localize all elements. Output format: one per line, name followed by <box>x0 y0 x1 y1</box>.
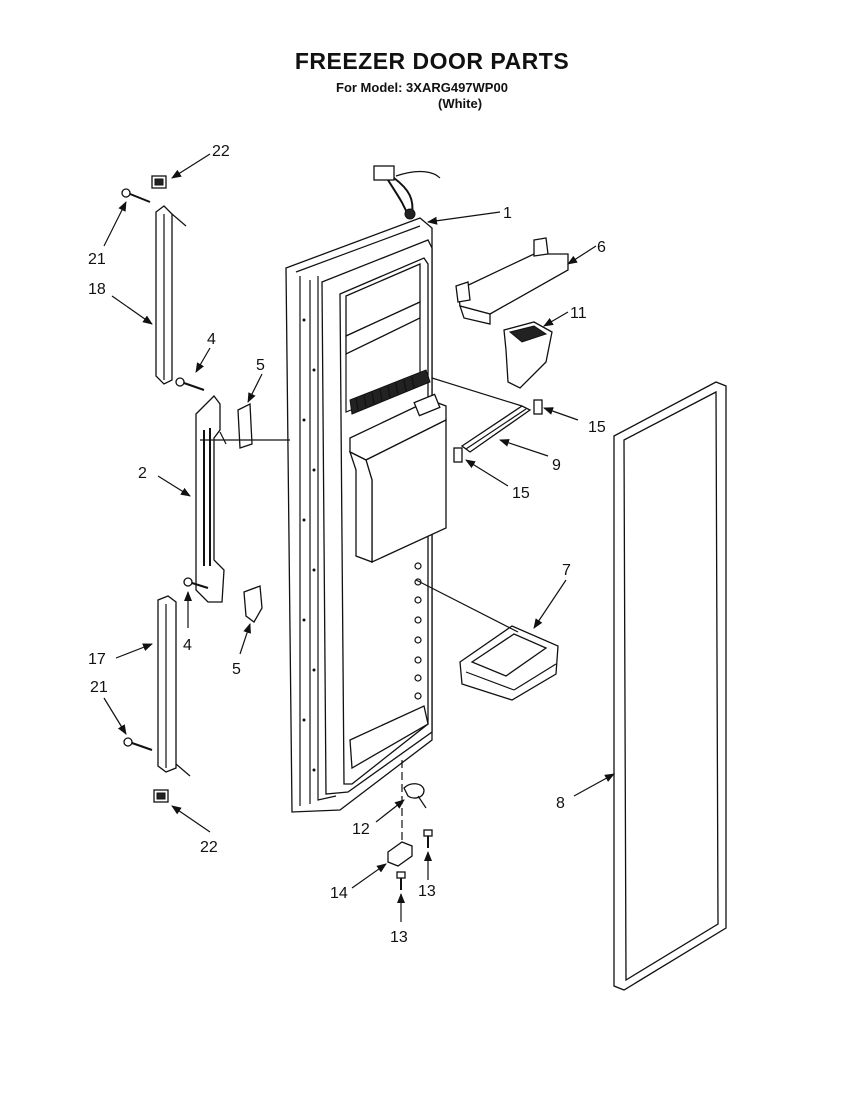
callout-8: 8 <box>556 795 565 812</box>
callout-2: 2 <box>138 465 147 482</box>
callout-15-lower: 15 <box>512 485 530 502</box>
drip-tray-part <box>415 579 559 701</box>
callout-22-bottom: 22 <box>200 839 218 856</box>
bottom-hinge-bracket-part <box>403 783 427 809</box>
callout-14: 14 <box>330 885 348 902</box>
freezer-door-part <box>285 165 447 813</box>
bottom-screw-b-part <box>396 871 406 890</box>
door-shelf-part <box>455 237 569 325</box>
callout-18: 18 <box>88 281 106 298</box>
lower-screw-part <box>123 737 153 751</box>
callout-11: 11 <box>570 305 587 322</box>
callout-17: 17 <box>88 651 106 668</box>
hinge-part <box>195 395 290 603</box>
callout-12: 12 <box>352 821 370 838</box>
callout-9: 9 <box>552 457 561 474</box>
bottom-hinge-part <box>387 841 413 867</box>
hinge-shim-part <box>237 402 253 449</box>
guide-clip-lower-part <box>453 447 463 463</box>
dispenser-guide-part <box>431 377 532 453</box>
lower-hinge-screw-part <box>183 577 209 589</box>
lower-hinge-shim-part <box>243 585 263 623</box>
door-gasket-part <box>613 381 727 991</box>
callout-15-upper: 15 <box>588 419 606 436</box>
callout-4-top: 4 <box>207 331 216 348</box>
model-color: (White) <box>438 96 483 111</box>
callout-13-bottom: 13 <box>390 929 408 946</box>
screw-part <box>121 188 151 203</box>
diagram-title: FREEZER DOOR PARTS <box>294 48 570 74</box>
hinge-screw-part <box>175 377 205 391</box>
callout-5-top: 5 <box>256 357 265 374</box>
guide-clip-upper-part <box>533 399 543 415</box>
lower-trim-part <box>157 595 191 777</box>
model-number: For Model: 3XARG497WP00 <box>336 80 508 95</box>
callout-1: 1 <box>503 205 512 222</box>
callout-5-bottom: 5 <box>232 661 241 678</box>
bottom-hinge-cap-part <box>153 789 169 803</box>
bottom-screw-a-part <box>423 829 433 848</box>
chute-part <box>503 321 553 389</box>
callout-7: 7 <box>562 562 571 579</box>
upper-trim-part <box>155 205 187 385</box>
top-hinge-cap-part <box>151 175 167 189</box>
callout-13-right: 13 <box>418 883 436 900</box>
callout-6: 6 <box>597 239 606 256</box>
callout-22-top: 22 <box>212 143 230 160</box>
callout-4-bottom: 4 <box>183 637 192 654</box>
callout-21-bottom: 21 <box>90 679 108 696</box>
leader-lines <box>103 153 615 922</box>
callout-21-top: 21 <box>88 251 106 268</box>
